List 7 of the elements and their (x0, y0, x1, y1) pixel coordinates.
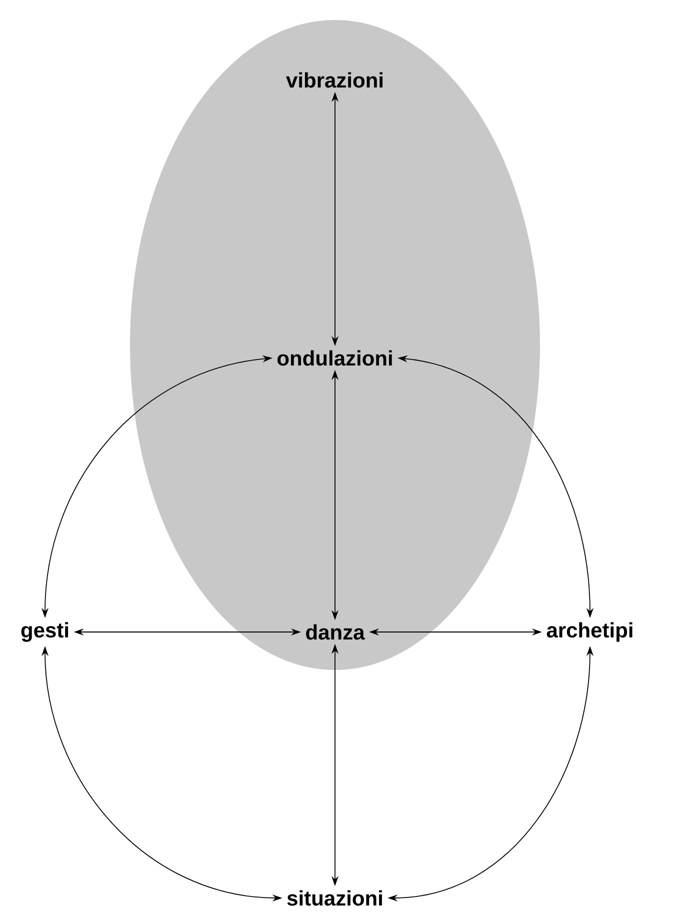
node-label: gesti (21, 622, 68, 642)
node-label: danza (306, 624, 365, 640)
ellipse-shape (130, 20, 540, 670)
node-label: situazioni (287, 890, 382, 906)
node-label: archetipi (546, 622, 632, 642)
node-label: vibrazioni (286, 72, 383, 88)
node-label: ondulazioni (278, 350, 392, 366)
